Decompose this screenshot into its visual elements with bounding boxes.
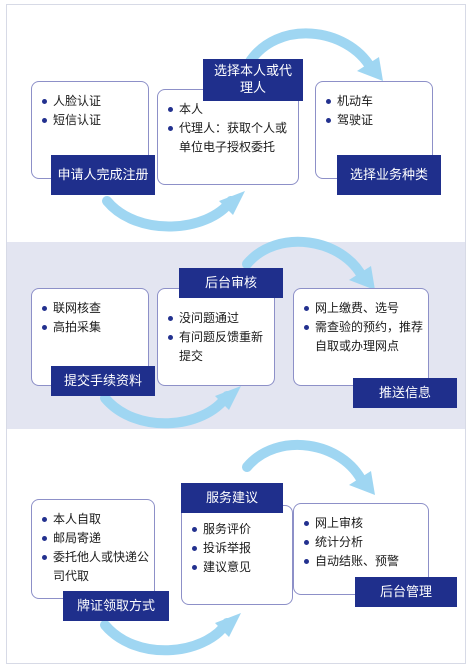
step-box-review: 没问题通过 有问题反馈重新提交 bbox=[157, 288, 275, 386]
list-item: 自动结账、预警 bbox=[303, 552, 428, 571]
list-item: 本人 bbox=[167, 100, 298, 119]
arrowhead-icon bbox=[219, 191, 245, 215]
step-title-feedback: 服务建议 bbox=[181, 483, 283, 513]
list-item: 代理人：获取个人或单位电子授权委托 bbox=[167, 119, 298, 157]
step-title-applicant: 选择本人或代理人 bbox=[203, 59, 303, 101]
list-item: 建议意见 bbox=[191, 558, 292, 577]
arc-arrow-top bbox=[244, 28, 376, 73]
list-item: 投诉举报 bbox=[191, 539, 292, 558]
step-box-applicant: 本人 代理人：获取个人或单位电子授权委托 bbox=[157, 89, 299, 185]
list-item: 网上缴费、选号 bbox=[303, 299, 428, 318]
arrowhead-icon bbox=[215, 386, 241, 410]
stage-1: 人脸认证 短信认证 申请人完成注册 本人 代理人：获取个人或单位电子授权委托 选… bbox=[7, 5, 465, 242]
list-item: 有问题反馈重新提交 bbox=[167, 328, 274, 366]
arc-arrows bbox=[100, 236, 375, 429]
arc-arrow-bottom bbox=[102, 196, 236, 232]
step-title-notify: 推送信息 bbox=[353, 378, 457, 408]
stage-2: 联网核查 高拍采集 提交手续资料 没问题通过 有问题反馈重新提交 后台审核 网上… bbox=[7, 236, 465, 429]
step-box-feedback: 服务评价 投诉举报 建议意见 bbox=[181, 505, 293, 605]
list-item: 邮局寄递 bbox=[41, 529, 154, 548]
list-item: 机动车 bbox=[325, 92, 432, 111]
flow-diagram: 人脸认证 短信认证 申请人完成注册 本人 代理人：获取个人或单位电子授权委托 选… bbox=[6, 4, 466, 664]
list-item: 委托他人或快递公司代取 bbox=[41, 548, 154, 586]
list-item: 短信认证 bbox=[41, 111, 148, 130]
list-item: 统计分析 bbox=[303, 533, 428, 552]
arc-arrow-top bbox=[242, 440, 368, 488]
step-title-register: 申请人完成注册 bbox=[51, 155, 155, 195]
step-title-admin: 后台管理 bbox=[355, 577, 457, 607]
list-item: 高拍采集 bbox=[41, 318, 148, 337]
arrowhead-icon bbox=[357, 57, 383, 81]
stage-3: 本人自取 邮局寄递 委托他人或快递公司代取 牌证领取方式 服务评价 投诉举报 建… bbox=[7, 429, 465, 663]
list-item: 服务评价 bbox=[191, 520, 292, 539]
arrowhead-icon bbox=[349, 266, 375, 290]
list-item: 驾驶证 bbox=[325, 111, 432, 130]
step-box-pickup: 本人自取 邮局寄递 委托他人或快递公司代取 bbox=[31, 499, 155, 599]
list-item: 网上审核 bbox=[303, 514, 428, 533]
list-item: 联网核查 bbox=[41, 299, 148, 318]
step-box-notify: 网上缴费、选号 需查验的预约，推荐自取或办理网点 bbox=[293, 288, 429, 386]
step-title-review: 后台审核 bbox=[179, 268, 283, 298]
arrowhead-icon bbox=[215, 613, 241, 637]
arc-arrow-bottom bbox=[100, 391, 232, 429]
list-item: 需查验的预约，推荐自取或办理网点 bbox=[303, 318, 428, 356]
arrowhead-icon bbox=[349, 471, 375, 495]
list-item: 人脸认证 bbox=[41, 92, 148, 111]
step-title-pickup: 牌证领取方式 bbox=[63, 591, 169, 621]
list-item: 没问题通过 bbox=[167, 309, 274, 328]
arc-arrow-bottom bbox=[100, 618, 232, 656]
list-item: 本人自取 bbox=[41, 510, 154, 529]
arc-arrows bbox=[100, 440, 375, 656]
arc-arrows bbox=[102, 28, 383, 232]
arc-arrow-top bbox=[242, 236, 368, 283]
step-title-submit: 提交手续资料 bbox=[51, 366, 155, 396]
step-title-business: 选择业务种类 bbox=[337, 155, 441, 195]
